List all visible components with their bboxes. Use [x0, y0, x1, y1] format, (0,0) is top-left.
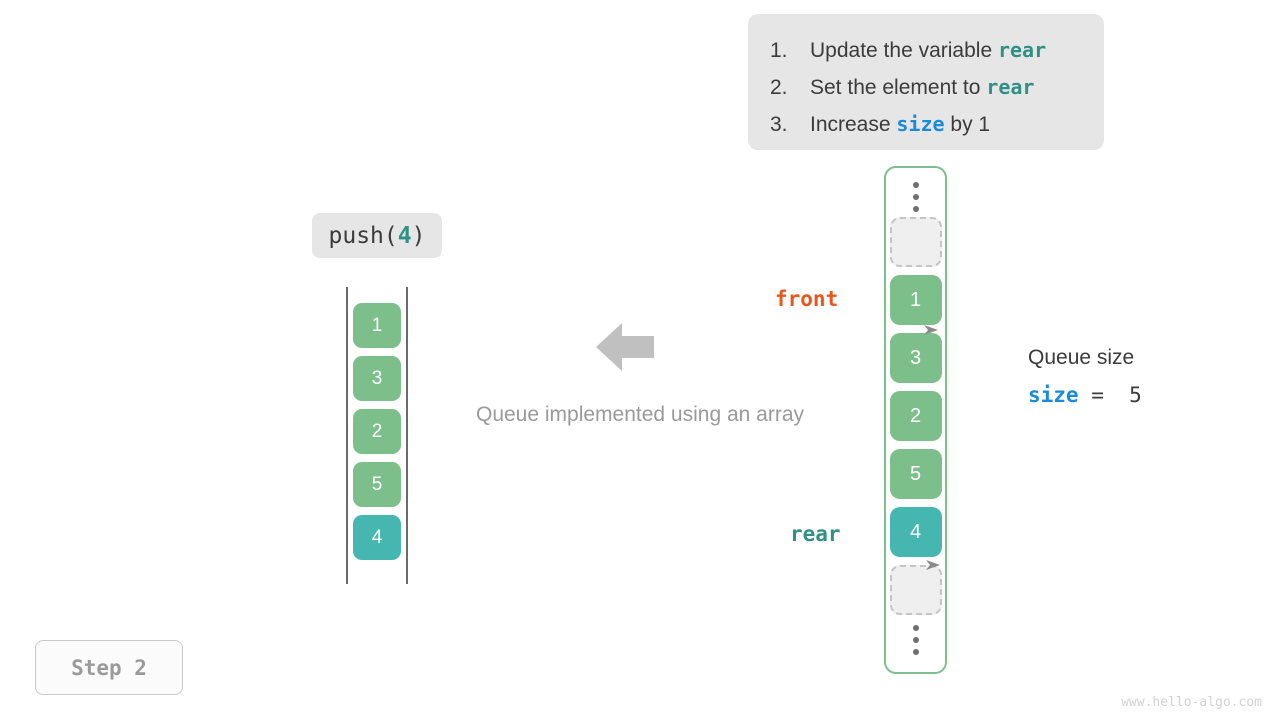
instruction-step-1: 1. Update the variable rear	[770, 32, 1080, 69]
left-array-cells: 1 3 2 5 4	[353, 303, 401, 568]
instruction-step-2-pre: Set the element to	[810, 76, 987, 99]
instruction-step-3-post: by 1	[944, 113, 991, 136]
left-array-cell: 4	[353, 515, 401, 560]
front-pointer: front	[775, 287, 939, 335]
instruction-step-2: 2. Set the element to rear	[770, 69, 1080, 106]
queue-size-title: Queue size	[1028, 346, 1135, 369]
ellipsis-icon	[912, 625, 919, 655]
left-array-cell: 3	[353, 356, 401, 401]
watermark: www.hello-algo.com	[1121, 695, 1262, 710]
instruction-step-3-pre: Increase	[810, 113, 897, 136]
queue-size-value: = 5	[1078, 383, 1142, 407]
instruction-panel: 1. Update the variable rear 2. Set the e…	[748, 14, 1104, 150]
queue-cell: 1	[889, 275, 942, 325]
queue-cell: 3	[889, 333, 942, 383]
queue-container: 1 3 2 5 4	[884, 166, 947, 674]
instruction-step-3-number: 3.	[770, 113, 788, 136]
instruction-step-2-number: 2.	[770, 76, 788, 99]
left-array-cell: 1	[353, 303, 401, 348]
left-array-cell: 2	[353, 409, 401, 454]
queue-cells: 1 3 2 5 4	[889, 168, 942, 660]
left-array-cell: 5	[353, 462, 401, 507]
left-arrow-icon	[596, 320, 654, 374]
ellipsis-icon	[912, 182, 919, 212]
queue-cell: 2	[889, 391, 942, 441]
queue-cell: 5	[889, 449, 942, 499]
front-pointer-arrow-icon	[847, 293, 939, 335]
instruction-step-3: 3. Increase size by 1	[770, 106, 1080, 143]
front-pointer-label: front	[775, 287, 839, 311]
instruction-step-1-pre: Update the variable	[810, 39, 998, 62]
instruction-step-3-keyword: size	[896, 112, 945, 136]
center-caption: Queue implemented using an array	[475, 403, 805, 426]
rear-pointer-arrow-icon	[850, 528, 941, 570]
step-badge: Step 2	[35, 640, 183, 695]
instruction-step-2-text: Set the element to rear	[810, 69, 1034, 106]
queue-size-variable: size	[1028, 383, 1079, 407]
queue-size-expression: size = 5	[1028, 383, 1142, 407]
operation-name: push(	[328, 222, 398, 249]
instruction-step-1-keyword: rear	[997, 38, 1047, 62]
queue-cell: 4	[889, 507, 942, 557]
queue-size-info: Queue size size = 5	[1028, 343, 1142, 407]
instruction-step-1-number: 1.	[770, 39, 788, 62]
left-array-container: 1 3 2 5 4	[346, 287, 408, 584]
queue-cell-empty	[889, 565, 942, 615]
instruction-step-2-keyword: rear	[986, 75, 1035, 99]
operation-argument: 4	[397, 222, 412, 249]
instruction-step-3-text: Increase size by 1	[810, 106, 990, 143]
instruction-step-1-text: Update the variable rear	[810, 32, 1046, 69]
queue-cell-empty	[889, 217, 942, 267]
operation-label: push(4)	[312, 213, 442, 258]
rear-pointer: rear	[790, 522, 941, 570]
rear-pointer-label: rear	[790, 522, 841, 546]
operation-close-paren: )	[411, 222, 426, 249]
